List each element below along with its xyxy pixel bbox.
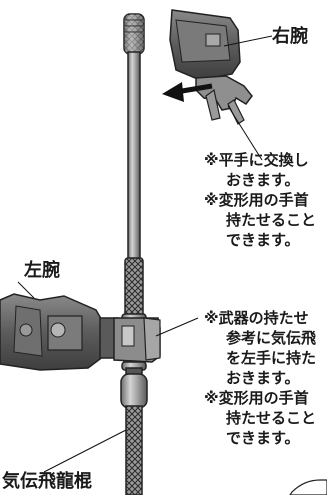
note-top: ※平手に交換し おきます。 ※変形用の手首 持たせること できます。 (204, 150, 316, 250)
note-line: ※武器の持たせ (204, 309, 309, 327)
note-line: できます。 (226, 429, 300, 447)
leader-lines (17, 35, 273, 473)
leader-left-arm (17, 281, 35, 299)
staff-label: 気伝飛龍棍 (2, 471, 92, 492)
note-line: ※変形用の手首 (204, 191, 309, 209)
note-line: ※平手に交換し (204, 151, 309, 169)
note-line: ※変形用の手首 (204, 389, 309, 407)
note-line: 参考に気伝飛 (226, 329, 317, 347)
leader-right-arm (223, 35, 273, 47)
note-line: おきます。 (226, 369, 300, 387)
right-arm-label: 右腕 (272, 26, 308, 47)
right-arm-illustration (162, 9, 253, 125)
note-line: おきます。 (226, 171, 300, 189)
note-line: を左手に持た (226, 349, 317, 367)
left-arm-illustration (0, 293, 161, 371)
leader-staff (43, 429, 127, 473)
note-line: 持たせること (226, 409, 317, 427)
left-arm-label: 左腕 (24, 260, 60, 281)
leader-note-top (227, 105, 263, 161)
note-bottom: ※武器の持たせ 参考に気伝飛 を左手に持た おきます。 ※変形用の手首 持たせる… (204, 308, 316, 448)
note-line: 持たせること (226, 211, 317, 229)
leader-note-bottom (155, 317, 199, 337)
staff-illustration (120, 13, 148, 495)
partial-part-illustration (289, 479, 327, 495)
note-line: できます。 (226, 231, 300, 249)
